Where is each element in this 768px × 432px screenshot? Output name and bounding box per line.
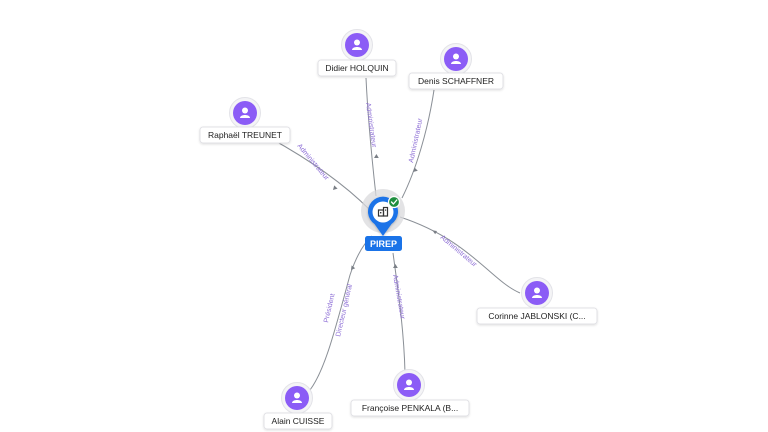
person-name: Didier HOLQUIN [325,63,388,73]
person-name: Corinne JABLONSKI (C... [488,311,585,321]
person-node-raphael-treunet[interactable]: Raphaël TREUNET [199,97,291,144]
edge-raphael-treunet: Administrateur [269,137,371,211]
edge-didier-holquin: Administrateur [364,77,379,197]
person-node-alain-cuisse[interactable]: Alain CUISSE [263,382,333,430]
person-node-denis-schaffner[interactable]: Denis SCHAFFNER [408,43,504,90]
building-icon [377,206,389,217]
person-node-francoise-penkala[interactable]: Françoise PENKALA (B... [350,369,470,417]
check-icon [390,199,398,205]
person-icon [532,287,542,298]
person-name: Françoise PENKALA (B... [362,403,458,413]
person-icon [240,107,250,118]
company-name: PIREP [370,239,397,249]
edge-label-francoise-penkala: Administrateur [391,274,406,320]
person-node-corinne-jablonski[interactable]: Corinne JABLONSKI (C... [476,277,598,325]
active-status-badge [387,195,401,209]
edge-label-denis-schaffner: Administrateur [408,117,424,163]
edge-label-alain-cuisse-dg: Directeur général [335,283,354,337]
edge-corinne-jablonski: Administrateur [399,216,521,294]
edge-label-corinne-jablonski: Administrateur [439,234,479,269]
person-node-didier-holquin[interactable]: Didier HOLQUIN [317,29,397,77]
edge-label-didier-holquin: Administrateur [364,102,377,148]
person-icon [292,392,302,403]
edge-label-alain-cuisse-president: Président [323,293,336,323]
person-icon [352,39,362,50]
edge-francoise-penkala: Administrateur [391,252,406,374]
person-icon [451,53,461,64]
company-label-box [365,236,402,251]
edge-label-raphael-treunet: Administrateur [295,143,330,183]
edge-alain-cuisse: Président Directeur général [309,235,373,391]
person-name: Alain CUISSE [272,416,325,426]
edge-denis-schaffner: Administrateur [401,89,435,199]
person-name: Raphaël TREUNET [208,130,282,140]
company-node[interactable]: PIREP [361,189,405,251]
person-name: Denis SCHAFFNER [418,76,494,86]
person-icon [404,379,414,390]
